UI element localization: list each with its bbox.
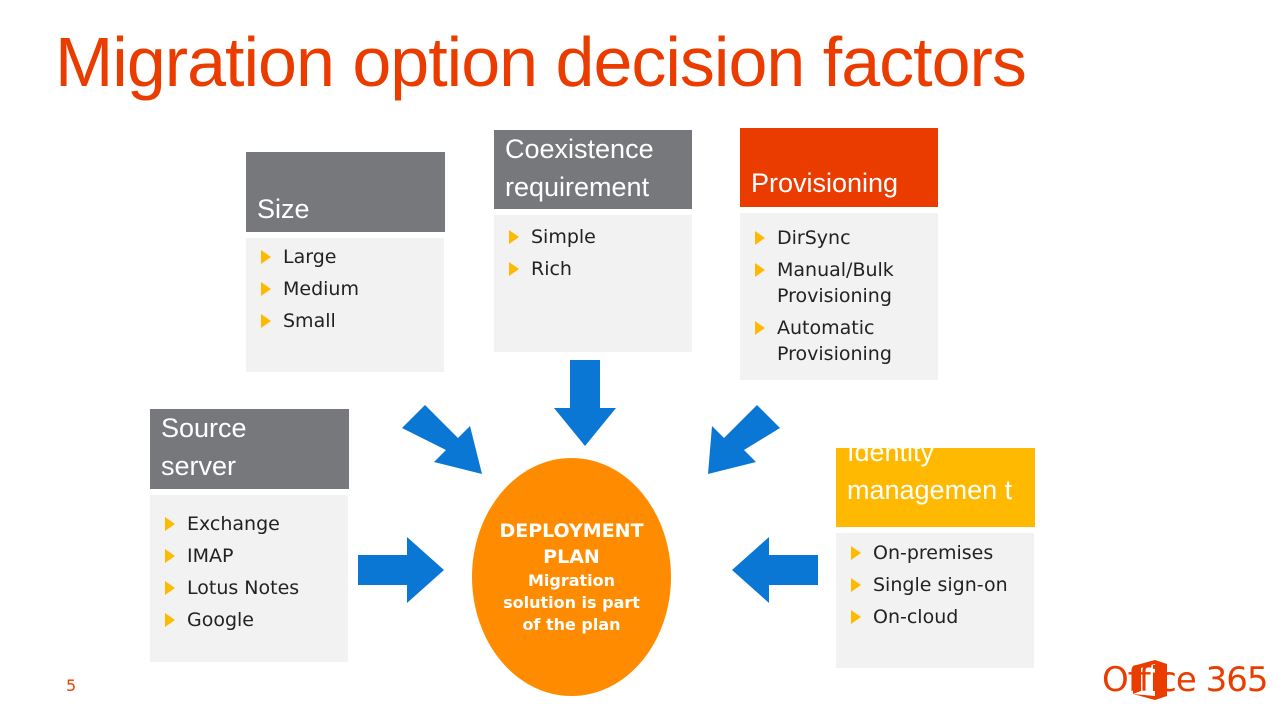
deployment-plan-heading: DEPLOYMENT PLAN: [499, 520, 644, 568]
list-item: Simple: [494, 224, 692, 250]
list-item: Lotus Notes: [150, 575, 348, 601]
list-item: Automatic Provisioning: [740, 315, 938, 367]
bullet-arrow-icon: [755, 321, 765, 335]
list-item-label: Lotus Notes: [187, 577, 300, 599]
list-item: On-premises: [836, 540, 1034, 566]
deployment-plan-subtext: Migration solution is part of the plan: [503, 571, 640, 634]
deployment-plan-circle: DEPLOYMENT PLAN Migration solution is pa…: [472, 458, 671, 696]
list-item-label: Automatic Provisioning: [777, 317, 892, 365]
source-card-header: Source server: [150, 409, 349, 489]
arrow-down-icon: [554, 360, 616, 446]
list-item: DirSync: [740, 225, 938, 251]
provisioning-card-header: Provisioning: [740, 128, 938, 207]
page-number: 5: [66, 676, 77, 695]
provisioning-card-title: Provisioning: [751, 168, 899, 198]
list-item-label: Manual/Bulk Provisioning: [777, 259, 894, 307]
list-item-label: Exchange: [187, 513, 280, 535]
list-item-label: DirSync: [777, 227, 851, 249]
arrow-diagonal-left-icon: [708, 405, 780, 474]
list-item-label: Google: [187, 609, 255, 631]
bullet-arrow-icon: [509, 262, 519, 276]
bullet-arrow-icon: [755, 263, 765, 277]
list-item: On-cloud: [836, 604, 1034, 630]
arrow-diagonal-right-icon: [402, 405, 482, 474]
identity-card-header: Identity managemen t: [836, 448, 1035, 527]
bullet-arrow-icon: [261, 250, 271, 264]
bullet-arrow-icon: [755, 231, 765, 245]
slide-title: Migration option decision factors: [55, 23, 1027, 101]
size-card-title: Size: [257, 194, 310, 224]
bullet-arrow-icon: [851, 546, 861, 560]
bullet-arrow-icon: [261, 314, 271, 328]
list-item-label: Rich: [531, 258, 572, 280]
bullet-arrow-icon: [851, 610, 861, 624]
list-item: Small: [246, 308, 444, 334]
bullet-arrow-icon: [509, 230, 519, 244]
list-item-label: On-cloud: [873, 606, 959, 628]
list-item: IMAP: [150, 543, 348, 569]
list-item: Manual/Bulk Provisioning: [740, 257, 938, 309]
list-item-label: Small: [283, 310, 336, 332]
bullet-arrow-icon: [165, 581, 175, 595]
list-item: Google: [150, 607, 348, 633]
office-logo-text: Office 365: [1102, 660, 1268, 700]
arrow-left-icon: [732, 537, 818, 603]
list-item: Rich: [494, 256, 692, 282]
office-logo-icon: [1133, 660, 1167, 700]
list-item: Exchange: [150, 511, 348, 537]
list-item-label: On-premises: [873, 542, 994, 564]
bullet-arrow-icon: [851, 578, 861, 592]
bullet-arrow-icon: [165, 517, 175, 531]
list-item: Large: [246, 244, 444, 270]
bullet-arrow-icon: [165, 613, 175, 627]
arrow-right-icon: [358, 537, 444, 603]
list-item-label: Large: [283, 246, 337, 268]
identity-card-title: Identity managemen t: [847, 448, 1013, 505]
coexistence-card-header: Coexistence requirement: [494, 130, 692, 209]
bullet-arrow-icon: [165, 549, 175, 563]
list-item-label: Medium: [283, 278, 359, 300]
size-card-header: Size: [246, 152, 445, 232]
coexistence-card-title: Coexistence requirement: [505, 134, 654, 202]
source-card-title: Source server: [161, 413, 247, 481]
list-item-label: Simple: [531, 226, 596, 248]
list-item: Medium: [246, 276, 444, 302]
list-item-label: IMAP: [187, 545, 234, 567]
bullet-arrow-icon: [261, 282, 271, 296]
list-item-label: Single sign-on: [873, 574, 1008, 596]
list-item: Single sign-on: [836, 572, 1034, 598]
